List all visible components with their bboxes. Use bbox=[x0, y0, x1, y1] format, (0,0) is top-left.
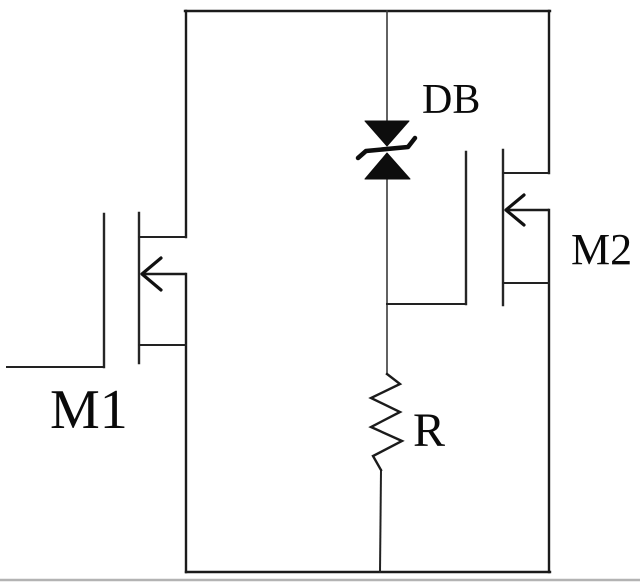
db-zener-crossbar-icon bbox=[355, 135, 418, 161]
label-db: DB bbox=[422, 77, 481, 123]
db-bottom-triangle-icon bbox=[364, 152, 411, 180]
db-top-triangle-icon bbox=[364, 120, 410, 147]
m2-body-arrow-icon bbox=[504, 193, 526, 227]
resistor-bottom-lead-wire bbox=[378, 468, 383, 574]
mosfet-m2-symbol bbox=[386, 148, 550, 307]
center-branch-wires bbox=[378, 10, 388, 574]
r-zigzag-icon bbox=[368, 372, 405, 472]
mosfet-m1-symbol bbox=[6, 211, 187, 369]
label-r: R bbox=[413, 404, 446, 457]
label-m2: M2 bbox=[571, 225, 633, 274]
m1-body-arrow-icon bbox=[140, 256, 163, 292]
label-m1: M1 bbox=[50, 379, 128, 441]
resistor-r-symbol bbox=[368, 372, 405, 472]
outer-loop-wires bbox=[183, 9, 552, 574]
zener-diode-db-symbol bbox=[355, 120, 418, 180]
